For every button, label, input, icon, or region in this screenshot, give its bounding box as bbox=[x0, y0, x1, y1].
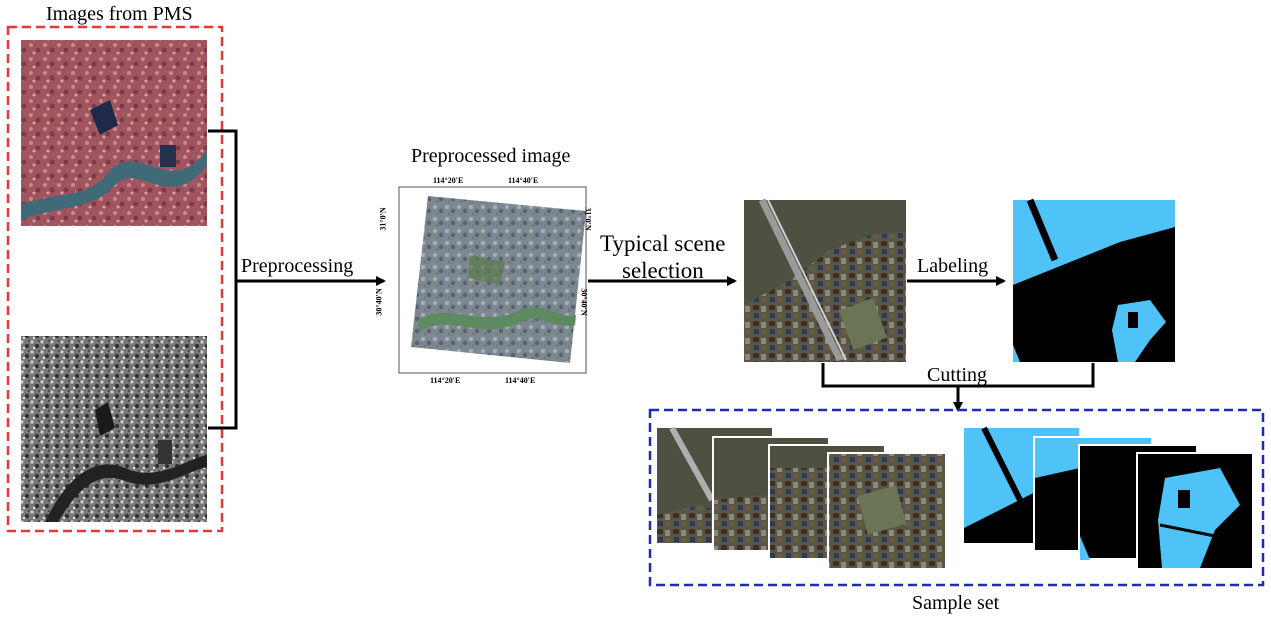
sample-label-4 bbox=[1136, 452, 1254, 570]
pms-title: Images from PMS bbox=[46, 3, 193, 25]
map-coord-bottom-right: 114°40′E bbox=[505, 376, 536, 385]
map-coord-right-bottom: 30°40′N bbox=[579, 288, 589, 316]
pms-panchromatic-image bbox=[21, 336, 207, 522]
sample-set-label: Sample set bbox=[912, 592, 1000, 614]
labeling-label: Labeling bbox=[917, 255, 989, 277]
map-coord-bottom-left: 114°20′E bbox=[430, 376, 461, 385]
map-coord-left-bottom: 30°40′N bbox=[374, 288, 384, 316]
map-coord-left-top: 31°0′N bbox=[378, 207, 388, 231]
pms-group-box bbox=[6, 25, 224, 533]
map-coord-top-left: 114°20′E bbox=[433, 176, 464, 185]
labeled-image bbox=[1013, 198, 1175, 362]
sample-rgb-4 bbox=[827, 452, 947, 570]
typical-scene-label-line2: selection bbox=[622, 258, 704, 283]
preprocessing-label: Preprocessing bbox=[241, 255, 354, 277]
map-coord-right-top: 31°0′N bbox=[583, 207, 593, 231]
map-coord-top-right: 114°40′E bbox=[508, 176, 539, 185]
typical-scene-label-line1: Typical scene bbox=[600, 231, 726, 256]
preprocessed-image bbox=[411, 196, 586, 363]
pms-multispectral-image bbox=[21, 40, 207, 226]
typical-scene-image bbox=[744, 198, 906, 362]
preprocessed-title: Preprocessed image bbox=[411, 145, 571, 167]
sample-set-box bbox=[648, 408, 1265, 587]
cutting-label: Cutting bbox=[927, 364, 988, 386]
